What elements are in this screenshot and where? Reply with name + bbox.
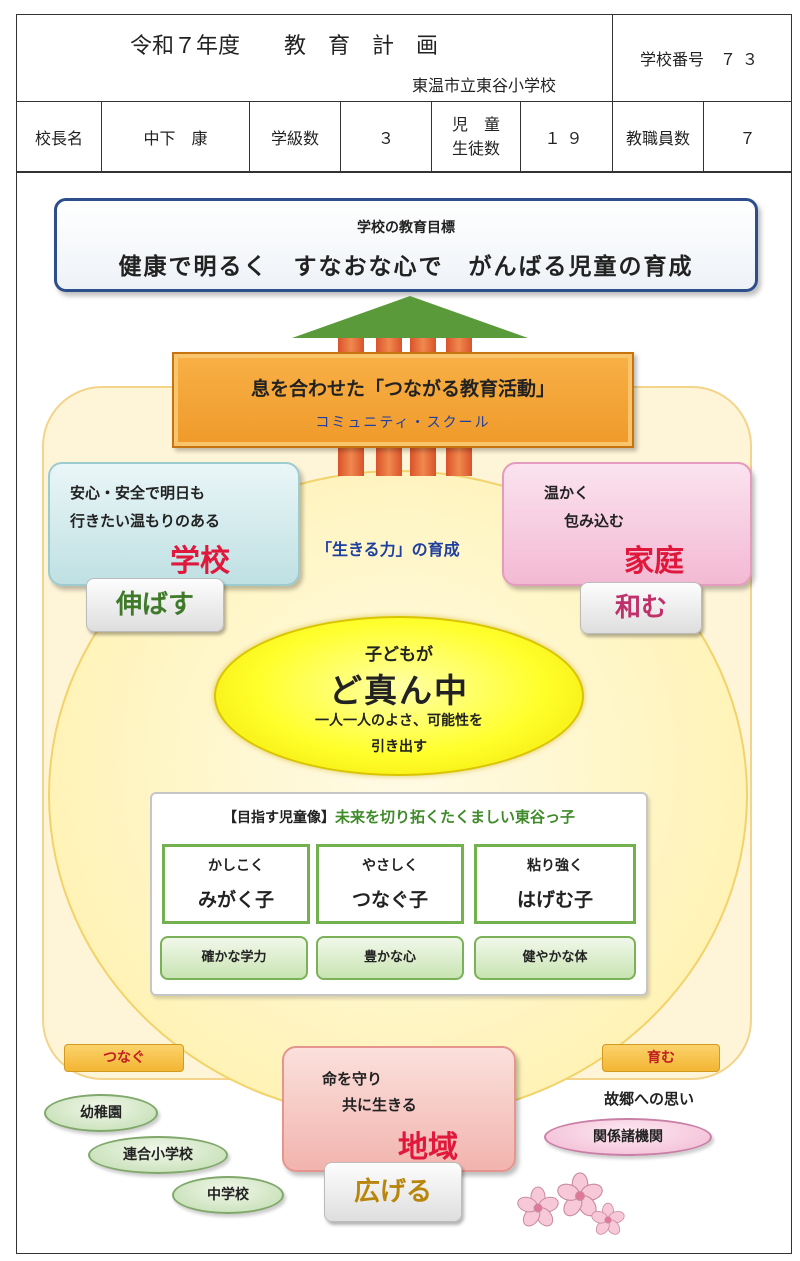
- center-line-4: 引き出す: [371, 739, 427, 755]
- goal-subtitle: 学校の教育目標: [357, 220, 455, 236]
- home-box: 温かく 包み込む 家庭: [502, 462, 752, 586]
- school-number-label: 学校番号: [639, 50, 704, 69]
- classes-label-cell: 学級数: [249, 101, 341, 172]
- classes-value-cell: ３: [340, 101, 432, 172]
- connect-kindergarten: 幼稚園: [44, 1094, 158, 1132]
- pillar: [410, 446, 436, 476]
- ability-pill: 豊かな心: [316, 936, 464, 980]
- school-number-value: ７３: [720, 50, 765, 69]
- principal-value-cell: 中下 康: [101, 101, 250, 172]
- students-label-cell: 児 童 生徒数: [431, 101, 521, 172]
- school-box: 安心・安全で明日も 行きたい温もりのある 学校: [48, 462, 300, 586]
- home-line-1: 温かく: [544, 484, 590, 502]
- hagukumu-scroll: 育む: [602, 1044, 720, 1072]
- banner-title: 息を合わせた「つながる教育活動」: [250, 378, 555, 400]
- kid-main: つなぐ子: [351, 889, 428, 911]
- school-line-1: 安心・安全で明日も: [70, 484, 206, 502]
- home-line-2: 包み込む: [564, 512, 625, 530]
- school-line-2: 行きたい温もりのある: [70, 512, 221, 530]
- ideal-child-title: 【目指す児童像】未来を切り拓くたくましい東谷っ子: [152, 806, 646, 827]
- pillar: [376, 338, 402, 354]
- home-name-label: 家庭: [624, 544, 684, 579]
- connect-elementary: 連合小学校: [88, 1136, 228, 1174]
- center-line-2: ど真ん中: [329, 671, 469, 710]
- kid-main: はげむ子: [516, 889, 593, 911]
- child-center-ellipse: 子どもが ど真ん中 一人一人のよさ、可能性を 引き出す: [214, 616, 584, 776]
- students-label-1: 児 童: [451, 114, 500, 134]
- kid-small: やさしく: [362, 858, 418, 874]
- area-line-1: 命を守り: [322, 1070, 383, 1088]
- hirogeru-button: 広げる: [324, 1162, 462, 1222]
- students-label-2: 生徒数: [451, 138, 500, 158]
- pillar: [338, 446, 364, 476]
- ikiru-chikara-label: 「生きる力」の育成: [316, 540, 460, 559]
- school-name: 東温市立東谷小学校: [412, 76, 557, 95]
- school-name-label: 学校: [170, 544, 230, 579]
- kid-small: 粘り強く: [527, 858, 583, 874]
- ideal-child-label: 【目指す児童像】: [222, 810, 335, 826]
- goal-text: 健康で明るく すなおな心で がんばる児童の育成: [118, 254, 694, 280]
- ability-pill: 健やかな体: [474, 936, 636, 980]
- center-line-1: 子どもが: [365, 645, 433, 665]
- community-school-banner: 息を合わせた「つながる教育活動」 コミュニティ・スクール: [172, 352, 634, 448]
- connect-junior-high: 中学校: [172, 1176, 284, 1214]
- area-name-label: 地域: [398, 1130, 458, 1165]
- hometown-caption: 故郷への思い: [604, 1090, 695, 1108]
- pillar: [376, 446, 402, 476]
- pillar: [446, 446, 472, 476]
- principal-label-cell: 校長名: [16, 101, 102, 172]
- staff-label-cell: 教職員数: [612, 101, 704, 172]
- pillar: [338, 338, 364, 354]
- pillar: [410, 338, 436, 354]
- kid-card: かしこく みがく子: [162, 844, 310, 924]
- related-institutions: 関係諸機関: [544, 1118, 712, 1156]
- ideal-child-box: 【目指す児童像】未来を切り拓くたくましい東谷っ子 かしこく みがく子 やさしく …: [150, 792, 648, 996]
- kid-card: 粘り強く はげむ子: [474, 844, 636, 924]
- staff-value-cell: ７: [703, 101, 792, 172]
- kid-card: やさしく つなぐ子: [316, 844, 464, 924]
- area-line-2: 共に生きる: [342, 1096, 417, 1114]
- students-value-cell: １９: [520, 101, 613, 172]
- center-line-3: 一人一人のよさ、可能性を: [315, 713, 483, 729]
- kid-main: みがく子: [197, 889, 274, 911]
- nagomu-button: 和む: [580, 582, 702, 634]
- sakura-icon: [517, 1172, 625, 1235]
- education-goal-box: 学校の教育目標 健康で明るく すなおな心で がんばる児童の育成: [54, 198, 758, 292]
- pillar: [446, 338, 472, 354]
- plan-title: 令和７年度 教 育 計 画: [130, 34, 439, 59]
- nobasu-button: 伸ばす: [86, 578, 224, 632]
- community-area-box: 命を守り 共に生きる 地域: [282, 1046, 516, 1172]
- kid-small: かしこく: [208, 858, 264, 874]
- tsunagu-scroll: つなぐ: [64, 1044, 184, 1072]
- banner-subtitle: コミュニティ・スクール: [315, 415, 491, 431]
- ability-pill: 確かな学力: [160, 936, 308, 980]
- ideal-child-text: 未来を切り拓くたくましい東谷っ子: [334, 808, 575, 826]
- school-number-cell: 学校番号 ７３: [612, 14, 792, 102]
